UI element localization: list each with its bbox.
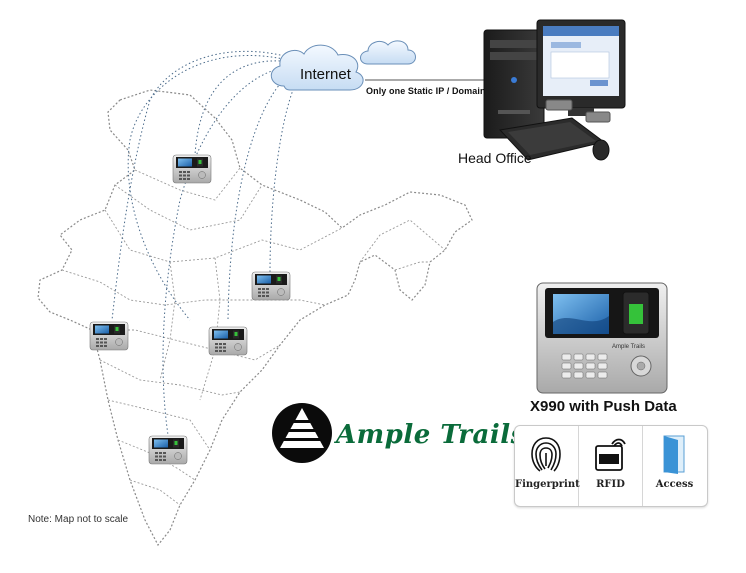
static-ip-label: Only one Static IP / Domain: [366, 86, 486, 96]
keyboard: [498, 117, 606, 161]
rfid-icon: [595, 438, 626, 471]
brand-name: Ample Trails: [336, 420, 526, 450]
speaker: [545, 99, 611, 123]
ample-trails-logo: [272, 403, 332, 463]
product-title: X990 with Push Data: [530, 398, 677, 415]
map-note: Note: Map not to scale: [28, 514, 129, 525]
monitor: [536, 19, 626, 116]
link-to-device-3: [162, 65, 295, 436]
link-to-device-1: [111, 50, 293, 321]
internet-label: Internet: [300, 66, 351, 83]
feature-fingerprint: Fingerprint: [515, 426, 580, 506]
link-to-device-6: [127, 55, 289, 321]
head-office-label: Head Office: [458, 150, 532, 166]
india-map-outline: [37, 89, 473, 547]
secondary-cloud: [360, 40, 416, 65]
door-icon: [663, 435, 685, 474]
fingerprint-icon: [531, 437, 561, 472]
keypad: [561, 353, 608, 379]
feature-label: Fingerprint: [515, 479, 580, 490]
internet-cloud: [270, 44, 364, 91]
feature-panel: Fingerprint RFID Access: [514, 425, 708, 507]
mouse: [592, 139, 610, 161]
feature-label: RFID: [596, 479, 625, 490]
device-brand: Ample Trails: [612, 344, 645, 350]
head-office-computer: [483, 19, 626, 161]
x990-device: Ample Trails: [536, 282, 668, 394]
india-map: [37, 89, 473, 547]
feature-rfid: RFID: [579, 426, 643, 506]
feature-label: Access: [655, 479, 694, 490]
feature-access: Access: [643, 426, 706, 506]
